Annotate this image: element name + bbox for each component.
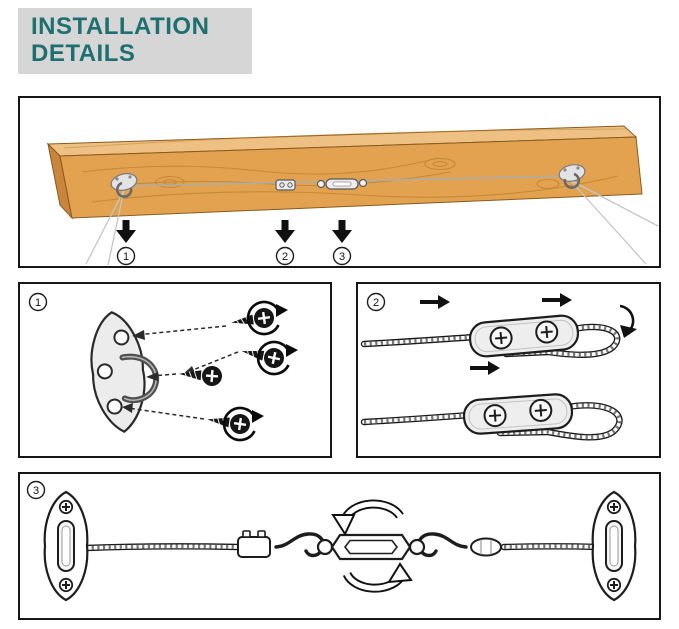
turn-arrow-top: [331, 499, 404, 537]
turn-arrowhead: [331, 514, 356, 537]
pad-eye-plate: [90, 311, 160, 433]
screw-hole-bottom: [106, 398, 123, 415]
rope-left: [86, 546, 238, 548]
turnbuckle-slot: [343, 539, 399, 555]
screw-icon: [177, 362, 224, 388]
clip-screw: [529, 398, 553, 422]
step-2-circle: [275, 246, 295, 266]
step2-panel: 2: [356, 282, 661, 458]
step-1-marker: 1: [35, 297, 41, 309]
plate-screw: [606, 577, 622, 593]
step1-diagram: 1: [28, 292, 300, 442]
screw-hole-left: [96, 363, 113, 380]
step-1-circle: [116, 246, 136, 266]
threading-arrows: [420, 293, 637, 375]
direction-arrow-icon: [542, 293, 572, 307]
plate-screw: [606, 499, 622, 515]
step-1-circle: [28, 292, 48, 312]
down-arrow-icon: [116, 220, 136, 243]
step-down-arrows: [116, 220, 352, 243]
plate-screw: [58, 499, 74, 515]
turn-arrow-bottom: [342, 562, 413, 593]
wood-beam: [46, 125, 643, 220]
overview-diagram: 1 2 3: [46, 125, 659, 266]
down-arrow-icon: [332, 220, 352, 243]
turnbuckle: [316, 533, 426, 561]
step3-diagram: 3: [26, 480, 637, 602]
pad-eye-plate-left: [43, 490, 89, 602]
overview-panel: 1 2 3: [18, 96, 661, 268]
step1-panel: 1: [18, 282, 332, 458]
screws: [177, 300, 300, 442]
step-3-circle: [332, 246, 352, 266]
clip-screw: [489, 326, 513, 350]
duplex-clip-top: [468, 314, 580, 358]
title-line-1: INSTALLATION: [31, 13, 210, 40]
step-2-marker: 2: [373, 297, 379, 309]
hanging-cables: [85, 179, 659, 266]
screw-hole-top: [113, 329, 130, 346]
turnbuckle-eye-left: [316, 538, 334, 556]
turnbuckle-eye-right: [408, 538, 426, 556]
clip-screw: [535, 320, 559, 344]
step-3-marker: 3: [339, 251, 345, 263]
title-line-2: DETAILS: [31, 40, 136, 68]
step-3-circle: [26, 480, 46, 500]
plate-screw: [58, 577, 74, 593]
pad-eye-right: [558, 164, 586, 189]
step-1-marker: 1: [123, 251, 129, 263]
header-banner: INSTALLATION DETAILS: [18, 8, 252, 75]
down-arrow-icon: [275, 220, 295, 243]
wire-clip: [237, 530, 271, 558]
step-markers: 1 2 3: [116, 246, 352, 266]
direction-arrow-icon: [470, 361, 500, 375]
direction-arrow-icon: [420, 295, 450, 309]
clip-screw: [483, 404, 507, 428]
beam-front-face: [59, 136, 643, 219]
turn-arrowhead: [387, 562, 413, 584]
curve-arrow-icon: [619, 304, 635, 331]
curve-arrowhead: [620, 325, 637, 338]
hook-left: [274, 532, 326, 558]
rope-right: [504, 546, 598, 547]
wire-clip-small: [275, 179, 296, 191]
step-2-marker: 2: [282, 251, 288, 263]
duplex-clip-bottom: [462, 393, 574, 435]
wood-grain: [63, 128, 627, 203]
turnbuckle-small: [316, 178, 368, 190]
pad-eye-plate-right: [591, 490, 637, 602]
ferrule: [470, 537, 502, 557]
step-2-circle: [366, 292, 386, 312]
step3-panel: 3: [18, 472, 661, 620]
step-3-marker: 3: [33, 485, 39, 497]
step2-diagram: 2: [358, 292, 637, 456]
page-title: INSTALLATION DETAILS: [31, 13, 242, 67]
hook-right: [416, 532, 468, 558]
pad-eye-left: [110, 173, 138, 198]
